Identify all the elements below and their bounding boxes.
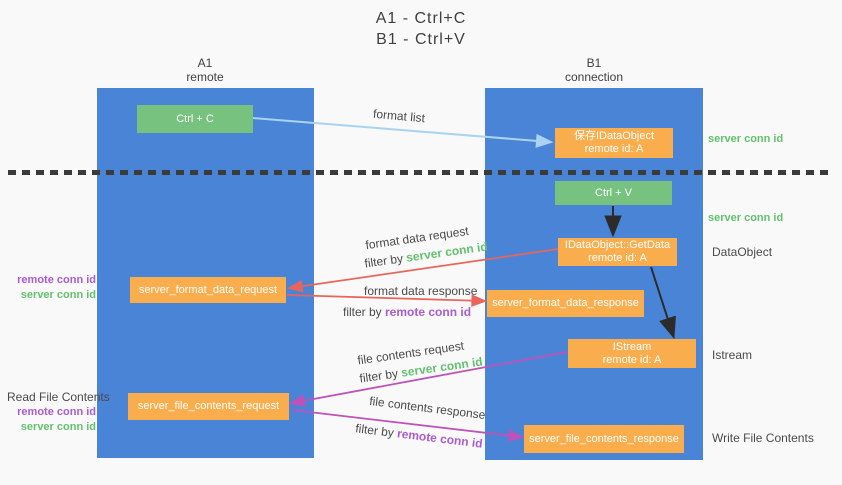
file-response-label: server_file_contents_response <box>529 432 679 445</box>
file-request-box: server_file_contents_request <box>128 393 289 420</box>
getdata-line2: remote id: A <box>588 252 647 264</box>
file-contents-request-arrow <box>288 351 568 407</box>
ctrl-c-box: Ctrl + C <box>137 105 253 133</box>
save-idataobject-line1: 保存IDataObject <box>573 130 655 142</box>
remote-conn-id-label: remote conn id <box>17 274 96 286</box>
format-response-box: server_format_data_response <box>487 290 644 317</box>
format-response-label: server_format_data_response <box>492 297 639 309</box>
column-a1-subtitle: remote <box>186 70 224 84</box>
column-header-a1: A1 remote <box>145 56 265 84</box>
getdata-line1: IDataObject::GetData <box>564 239 671 251</box>
filter-by-text: filter by <box>343 305 386 319</box>
istream-box: IStream remote id: A <box>568 339 696 368</box>
ctrl-v-label: Ctrl + V <box>595 186 632 199</box>
remote-conn-id-text: remote conn id <box>385 305 472 319</box>
server-conn-id-label: server conn id <box>20 421 96 433</box>
format-request-label: server_format_data_request <box>138 283 278 296</box>
server-conn-id-right-top: server conn id <box>708 133 784 145</box>
server-conn-id-label: server conn id <box>20 289 96 301</box>
title-line-b1: B1 - Ctrl+V <box>376 31 466 48</box>
istream-line1: IStream <box>612 340 652 353</box>
format-data-response-arrow <box>286 294 488 307</box>
save-idataobject-box: 保存IDataObject remote id: A <box>555 128 673 158</box>
column-header-b1: B1 connection <box>534 56 654 84</box>
format-request-box: server_format_data_request <box>130 277 286 303</box>
format-list-arrow <box>252 117 554 148</box>
istream-line2: remote id: A <box>602 353 662 366</box>
server-conn-id-right-mid: server conn id <box>708 212 784 224</box>
dataobject-label: DataObject <box>712 245 773 259</box>
title-line-a1: A1 - Ctrl+C <box>375 10 467 27</box>
remote-conn-id-label: remote conn id <box>17 406 96 418</box>
column-a1-name: A1 <box>197 56 213 70</box>
ctrl-v-box: Ctrl + V <box>555 181 672 205</box>
istream-side-label: Istream <box>712 348 753 362</box>
diagram-title: A1 - Ctrl+C B1 - Ctrl+V <box>0 8 842 50</box>
file-contents-response-arrow <box>291 409 525 442</box>
format-data-request-arrow <box>286 248 559 293</box>
write-file-contents-label: Write File Contents <box>712 431 814 445</box>
format-response-filter-label: filter by remote conn id <box>343 305 471 319</box>
getdata-to-istream-arrow <box>650 266 676 340</box>
getdata-box: IDataObject::GetData remote id: A <box>558 238 677 266</box>
save-idataobject-line2: remote id: A <box>584 143 644 155</box>
ctrl-c-label: Ctrl + C <box>176 112 214 125</box>
file-request-label: server_file_contents_request <box>137 400 280 412</box>
phase-separator-line <box>8 170 828 175</box>
read-file-contents-label: Read File Contents <box>7 390 110 404</box>
column-b1-name: B1 <box>586 56 602 70</box>
format-data-response-label: format data response <box>364 284 478 298</box>
column-b1-subtitle: connection <box>564 70 624 84</box>
format-conn-ids-left: remote conn id server conn id <box>0 273 96 303</box>
file-response-box: server_file_contents_response <box>524 425 684 453</box>
file-conn-ids-left: remote conn id server conn id <box>0 405 96 435</box>
